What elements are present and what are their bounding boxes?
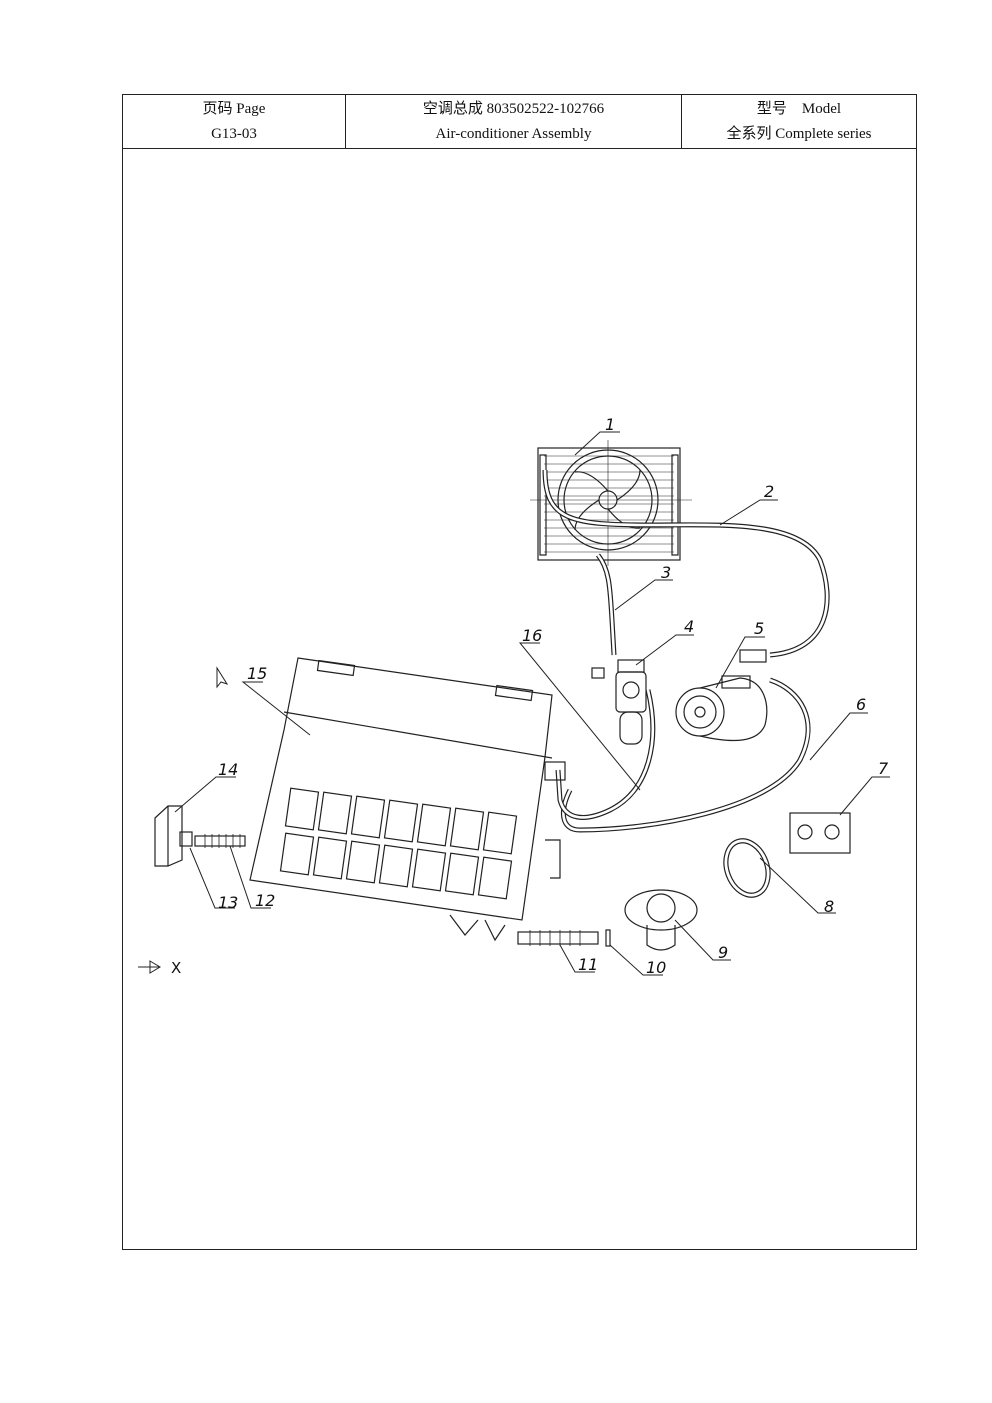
axis-arrow-icon bbox=[138, 960, 161, 974]
receiver-drier bbox=[591, 659, 647, 745]
model-cell: 型号 Model 全系列 Complete series bbox=[682, 95, 916, 148]
document-frame: 页码 Page G13-03 空调总成 803502522-102766 Air… bbox=[122, 94, 917, 1250]
drain-fitting bbox=[154, 805, 246, 867]
model-label: 型号 Model bbox=[756, 100, 842, 117]
title-cell: 空调总成 803502522-102766 Air-conditioner As… bbox=[346, 95, 682, 148]
callout-1: 1 bbox=[605, 415, 615, 434]
callout-5: 5 bbox=[754, 619, 764, 638]
callout-14: 14 bbox=[218, 760, 238, 779]
callout-15: 15 bbox=[247, 664, 267, 683]
callout-13: 13 bbox=[218, 893, 238, 912]
callout-16: 16 bbox=[522, 626, 542, 645]
title-block: 页码 Page G13-03 空调总成 803502522-102766 Air… bbox=[123, 95, 916, 149]
callout-2: 2 bbox=[764, 482, 774, 501]
title-cn: 空调总成 803502522-102766 bbox=[422, 100, 605, 117]
title-en: Air-conditioner Assembly bbox=[435, 125, 592, 142]
page-label: 页码 Page bbox=[202, 100, 266, 117]
clamp bbox=[605, 929, 611, 947]
callout-4: 4 bbox=[684, 617, 694, 636]
compressor bbox=[675, 649, 768, 742]
pointer-icon bbox=[216, 666, 229, 689]
model-value: 全系列 Complete series bbox=[726, 125, 872, 142]
drain-hose bbox=[517, 930, 599, 946]
flange bbox=[624, 889, 698, 951]
condenser bbox=[530, 440, 692, 566]
callout-3: 3 bbox=[661, 563, 671, 582]
callout-11: 11 bbox=[578, 955, 598, 974]
control-panel bbox=[789, 812, 851, 854]
callout-6: 6 bbox=[856, 695, 866, 714]
o-ring bbox=[723, 838, 771, 898]
leader-lines bbox=[174, 431, 890, 976]
evaporator-unit bbox=[249, 657, 566, 942]
callout-8: 8 bbox=[824, 897, 834, 916]
callout-9: 9 bbox=[718, 943, 728, 962]
callout-12: 12 bbox=[255, 891, 275, 910]
page-cell: 页码 Page G13-03 bbox=[123, 95, 346, 148]
page-code: G13-03 bbox=[211, 125, 257, 142]
callout-10: 10 bbox=[646, 958, 666, 977]
callout-7: 7 bbox=[878, 759, 889, 778]
axis-label: X bbox=[171, 959, 181, 977]
